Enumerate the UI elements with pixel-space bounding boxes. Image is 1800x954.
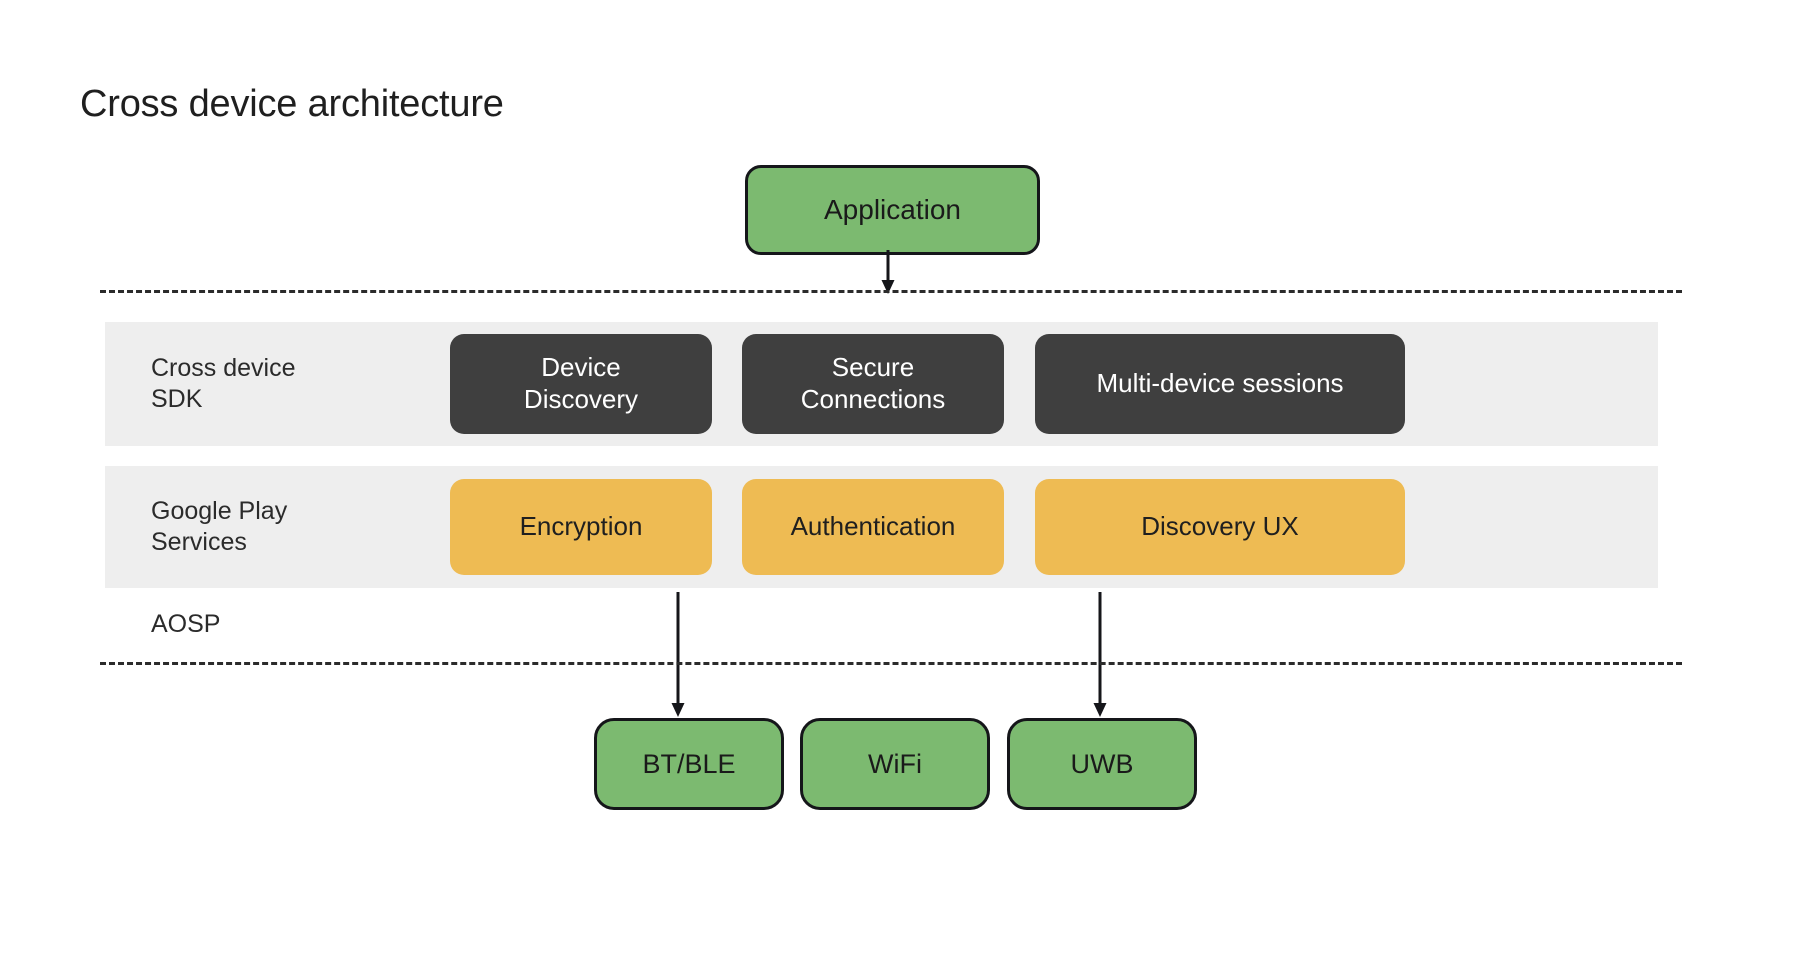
- node-application-label: Application: [824, 194, 961, 225]
- node-bt-ble-label: BT/BLE: [642, 748, 736, 779]
- chip-discovery-ux[interactable]: Discovery UX: [1035, 479, 1405, 575]
- arrow-application-to-cross-device-sdk: [881, 250, 895, 294]
- arrow-google-play-services-to-uwb: [1093, 592, 1107, 717]
- node-wifi[interactable]: WiFi: [800, 718, 990, 810]
- node-uwb[interactable]: UWB: [1007, 718, 1197, 810]
- chip-discovery-ux-label: Discovery UX: [1141, 511, 1299, 542]
- band-label-cross-device-sdk: Cross device SDK: [151, 353, 296, 413]
- chip-authentication[interactable]: Authentication: [742, 479, 1004, 575]
- chip-secure-connections-label: Secure Connections: [800, 352, 946, 414]
- node-uwb-label: UWB: [1070, 748, 1134, 779]
- chip-multi-device-sessions[interactable]: Multi-device sessions: [1035, 334, 1405, 434]
- chip-device-discovery[interactable]: Device Discovery: [450, 334, 712, 434]
- chip-encryption-label: Encryption: [519, 511, 643, 542]
- chip-authentication-label: Authentication: [790, 511, 956, 542]
- chip-encryption[interactable]: Encryption: [450, 479, 712, 575]
- node-application[interactable]: Application: [745, 165, 1040, 255]
- node-wifi-label: WiFi: [868, 748, 922, 779]
- layer-band-cross-device-sdk: Cross device SDK Device Discovery Secure…: [105, 322, 1658, 446]
- chip-secure-connections[interactable]: Secure Connections: [742, 334, 1004, 434]
- chip-multi-device-sessions-label: Multi-device sessions: [1096, 368, 1344, 399]
- band-label-google-play-services: Google Play Services: [151, 496, 288, 556]
- dashed-divider-bottom: [100, 662, 1682, 665]
- node-bt-ble[interactable]: BT/BLE: [594, 718, 784, 810]
- dashed-divider-top: [100, 290, 1682, 293]
- chip-device-discovery-label: Device Discovery: [523, 352, 639, 414]
- page-title: Cross device architecture: [80, 83, 504, 125]
- layer-label-aosp: AOSP: [151, 610, 221, 638]
- layer-band-google-play-services: Google Play Services Encryption Authenti…: [105, 466, 1658, 588]
- arrow-google-play-services-to-bt-ble: [671, 592, 685, 717]
